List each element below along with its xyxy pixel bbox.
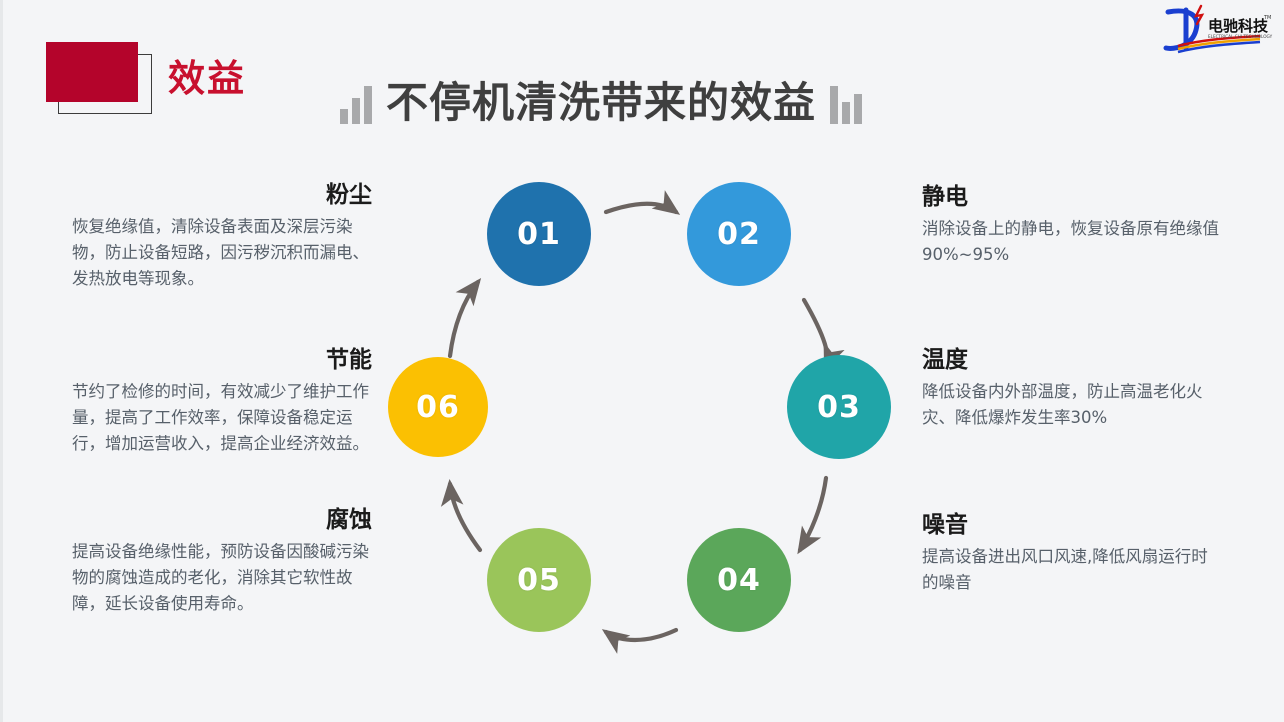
cycle-node-06[interactable]: 06 bbox=[388, 357, 488, 457]
benefit-body-static: 消除设备上的静电，恢复设备原有绝缘值90%~95% bbox=[922, 219, 1219, 265]
benefit-body-energy: 节约了检修的时间，有效减少了维护工作量，提高了工作效率，保障设备稳定运行，增加运… bbox=[72, 382, 369, 454]
badge-red-square bbox=[46, 42, 138, 102]
benefit-body-noise: 提高设备进出风口风速,降低风扇运行时的噪音 bbox=[922, 547, 1208, 593]
cycle-node-05[interactable]: 05 bbox=[487, 528, 591, 632]
page-title-row: 不停机清洗带来的效益 bbox=[340, 68, 863, 127]
benefit-cycle-diagram: 01 02 03 04 05 06 bbox=[370, 160, 910, 680]
cycle-node-02[interactable]: 02 bbox=[687, 182, 791, 286]
benefit-title-static: 静电 bbox=[922, 184, 968, 210]
logo-mark-icon: 电驰科技 ELECTRICAL CHI TECHNOLOGY TM bbox=[1163, 4, 1273, 54]
arrow-04-to-05 bbox=[601, 627, 679, 654]
benefit-block-corrosion: 腐蚀 提高设备绝缘性能，预防设备因酸碱污染物的腐蚀造成的老化，消除其它软性故障，… bbox=[72, 507, 372, 617]
benefit-body-corrosion: 提高设备绝缘性能，预防设备因酸碱污染物的腐蚀造成的老化，消除其它软性故障，延长设… bbox=[72, 542, 369, 614]
benefit-block-noise: 噪音 提高设备进出风口风速,降低风扇运行时的噪音 bbox=[922, 512, 1222, 596]
benefit-block-energy: 节能 节约了检修的时间，有效减少了维护工作量，提高了工作效率，保障设备稳定运行，… bbox=[72, 347, 372, 457]
benefit-block-temperature: 温度 降低设备内外部温度，防止高温老化火灾、降低爆炸发生率30% bbox=[922, 347, 1222, 431]
logo-trademark: TM bbox=[1263, 15, 1271, 21]
company-logo: 电驰科技 ELECTRICAL CHI TECHNOLOGY TM bbox=[1156, 2, 1276, 60]
cycle-node-03[interactable]: 03 bbox=[787, 355, 891, 459]
benefit-title-noise: 噪音 bbox=[922, 512, 968, 538]
benefit-block-dust: 粉尘 恢复绝缘值，清除设备表面及深层污染物，防止设备短路，因污秽沉积而漏电、发热… bbox=[72, 182, 372, 292]
arrow-06-to-01 bbox=[447, 278, 482, 359]
arrow-05-to-06 bbox=[440, 478, 483, 553]
benefit-title-energy: 节能 bbox=[326, 347, 372, 373]
benefit-title-dust: 粉尘 bbox=[326, 182, 372, 208]
bar-chart-decor-left-icon bbox=[340, 84, 372, 124]
benefit-block-static: 静电 消除设备上的静电，恢复设备原有绝缘值90%~95% bbox=[922, 184, 1222, 268]
arrow-03-to-04 bbox=[797, 475, 829, 555]
benefit-body-dust: 恢复绝缘值，清除设备表面及深层污染物，防止设备短路，因污秽沉积而漏电、发热放电等… bbox=[72, 217, 369, 289]
cycle-node-01[interactable]: 01 bbox=[487, 182, 591, 286]
benefit-title-corrosion: 腐蚀 bbox=[326, 507, 372, 533]
left-edge-rule bbox=[0, 0, 3, 722]
logo-name-en: ELECTRICAL CHI TECHNOLOGY bbox=[1208, 34, 1273, 39]
cycle-node-04[interactable]: 04 bbox=[687, 528, 791, 632]
section-badge-label: 效益 bbox=[168, 57, 246, 100]
page-title: 不停机清洗带来的效益 bbox=[386, 78, 817, 127]
benefit-title-temperature: 温度 bbox=[922, 347, 968, 373]
arrow-01-to-02 bbox=[603, 190, 681, 215]
section-badge bbox=[46, 42, 154, 114]
logo-name-cn: 电驰科技 bbox=[1208, 17, 1269, 35]
bar-chart-decor-right-icon bbox=[830, 84, 863, 124]
benefit-body-temperature: 降低设备内外部温度，防止高温老化火灾、降低爆炸发生率30% bbox=[922, 382, 1203, 428]
